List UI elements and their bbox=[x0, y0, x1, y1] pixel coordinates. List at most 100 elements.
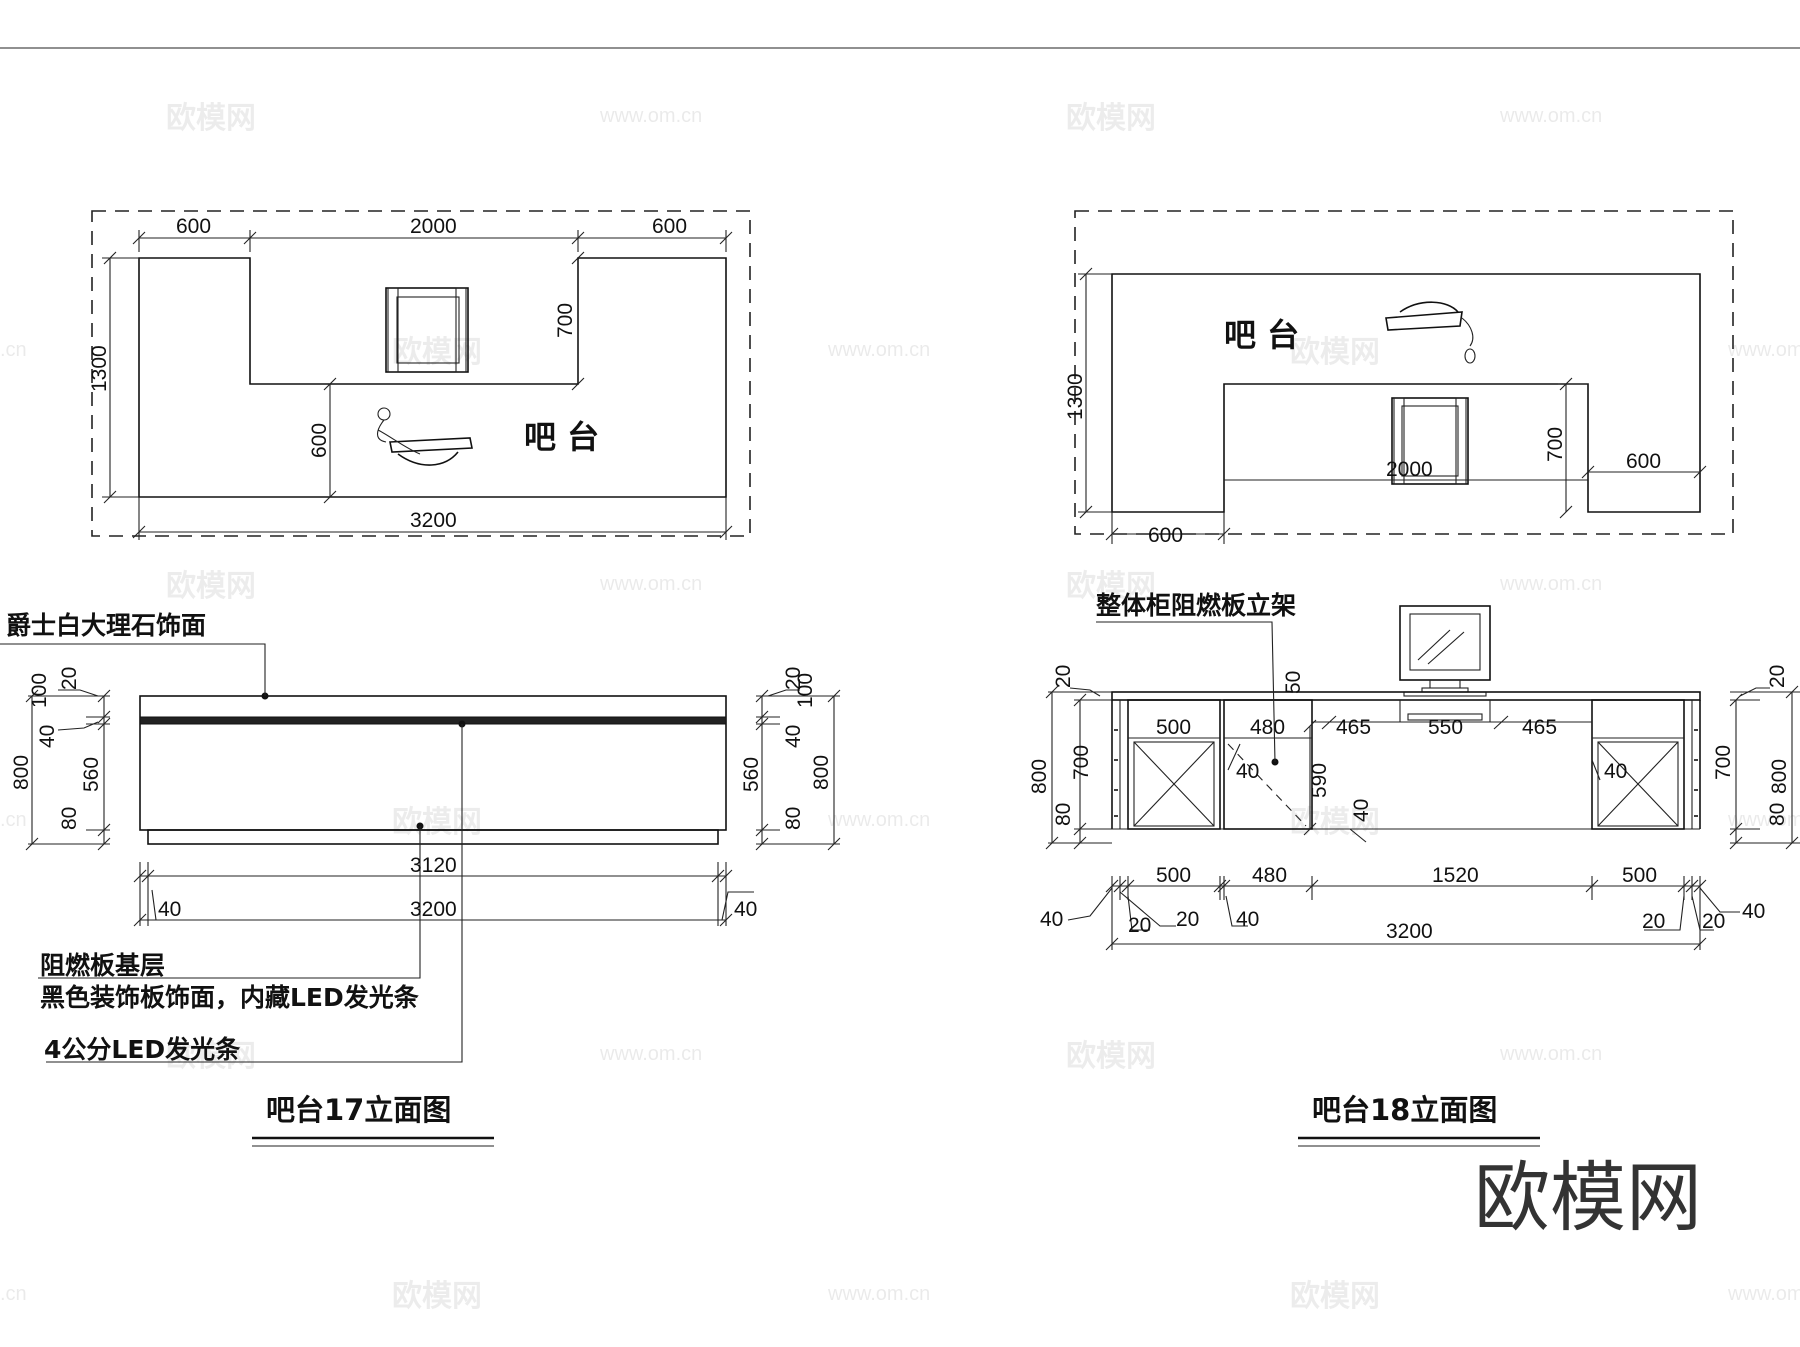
dimension-line bbox=[1303, 719, 1601, 843]
watermark-url: www.om.cn bbox=[1727, 809, 1800, 831]
watermark-url: www.om.cn bbox=[599, 1043, 702, 1065]
computer-icon bbox=[1385, 301, 1476, 364]
dimension-line bbox=[133, 862, 754, 927]
dimension-label: 2000 bbox=[1386, 458, 1433, 481]
watermark-text: 欧模网 bbox=[392, 805, 482, 840]
dimension-label: 40 bbox=[782, 725, 805, 748]
dimension-line bbox=[1078, 267, 1112, 519]
watermark-url: www.om.cn bbox=[1727, 339, 1800, 361]
dimension-label: 590 bbox=[1308, 763, 1331, 798]
dimension-label: 600 bbox=[1626, 450, 1661, 473]
dimension-label: 700 bbox=[1712, 745, 1735, 780]
watermark-text: 欧模网 bbox=[1066, 1039, 1156, 1074]
dimension-line bbox=[132, 230, 733, 252]
dimension-label: 3200 bbox=[1386, 920, 1433, 943]
watermark-text: 欧模网 bbox=[166, 569, 256, 604]
watermark-url: www.om.cn bbox=[827, 809, 930, 831]
watermark-layer: 欧模网 www.om.cn 欧模网 www.om.cn .cn 欧模网 www.… bbox=[0, 101, 1800, 1314]
dimension-line bbox=[571, 251, 585, 391]
led-strip bbox=[139, 716, 727, 725]
dimension-line bbox=[25, 689, 111, 851]
watermark-text: 欧模网 bbox=[1290, 335, 1380, 370]
countertop bbox=[1111, 691, 1701, 701]
watermark-text: 欧模网 bbox=[1066, 569, 1156, 604]
watermark-url: www.om.cn bbox=[827, 1283, 930, 1305]
watermark-url: .cn bbox=[0, 809, 27, 831]
dimension-label: 600 bbox=[1148, 524, 1183, 547]
cabinet-second bbox=[1223, 699, 1313, 830]
dimension-label: 40 bbox=[158, 898, 181, 921]
watermark-url: .cn bbox=[0, 1283, 27, 1305]
leader-line bbox=[46, 724, 463, 1063]
dimension-label: 100 bbox=[794, 673, 817, 708]
dimension-label: 560 bbox=[740, 757, 763, 792]
watermark-url: www.om.cn bbox=[1499, 105, 1602, 127]
callout-label: 阻燃板基层 bbox=[40, 951, 165, 980]
callout-label: 整体柜阻燃板立架 bbox=[1096, 591, 1296, 620]
dimension-label: 560 bbox=[80, 757, 103, 792]
dimension-label: 800 bbox=[1768, 759, 1791, 794]
callout-label: 黑色装饰板饰面，内藏LED发光条 bbox=[40, 983, 420, 1012]
plan-18: 吧 台 1300 700 600 2000 bbox=[1064, 210, 1734, 547]
dimension-label: 800 bbox=[1028, 759, 1051, 794]
dimension-line bbox=[102, 251, 139, 504]
dimension-line bbox=[1558, 377, 1588, 519]
chair-icon bbox=[385, 287, 469, 373]
dimension-label: 1300 bbox=[88, 345, 111, 392]
dimension-label: 50 bbox=[1282, 671, 1305, 694]
dimension-label: 800 bbox=[10, 755, 33, 790]
plan-18-boundary bbox=[1074, 210, 1734, 535]
dimension-line bbox=[132, 497, 733, 540]
dimension-line bbox=[755, 689, 841, 851]
dimension-label: 700 bbox=[1070, 745, 1093, 780]
drawing-title: 吧台17立面图 bbox=[266, 1093, 451, 1127]
dimension-label: 3120 bbox=[410, 854, 457, 877]
watermark-url: www.om.cn bbox=[599, 573, 702, 595]
side-panel-ticks bbox=[1114, 729, 1698, 817]
dimension-label: 2000 bbox=[410, 215, 457, 238]
dimension-line bbox=[1581, 465, 1707, 479]
dimension-label: 800 bbox=[810, 755, 833, 790]
dimension-label: 20 bbox=[782, 667, 805, 690]
dimension-label: 600 bbox=[308, 423, 331, 458]
dimension-label: 700 bbox=[554, 303, 577, 338]
dimension-label: 20 bbox=[1128, 914, 1151, 937]
dimension-label: 100 bbox=[28, 673, 51, 708]
dimension-label: 480 bbox=[1252, 864, 1287, 887]
dimension-label: 500 bbox=[1156, 716, 1191, 739]
dimension-label: 3200 bbox=[410, 898, 457, 921]
dimension-label: 600 bbox=[176, 215, 211, 238]
cabinet-right bbox=[1591, 699, 1685, 830]
leader-line bbox=[1096, 621, 1276, 763]
dimension-label: 20 bbox=[1176, 908, 1199, 931]
watermark-text: 欧模网 bbox=[392, 1279, 482, 1314]
watermark-url: www.om.cn bbox=[1727, 1283, 1800, 1305]
dimension-label: 40 bbox=[1040, 908, 1063, 931]
dimension-label: 40 bbox=[1350, 799, 1373, 822]
dimension-line bbox=[1105, 512, 1231, 544]
watermark-url: www.om.cn bbox=[1499, 1043, 1602, 1065]
leader-line bbox=[0, 643, 266, 696]
dimension-label: 40 bbox=[1236, 908, 1259, 931]
dimension-label: 20 bbox=[1702, 910, 1725, 933]
dimension-label: 80 bbox=[1052, 803, 1075, 826]
watermark-text: 欧模网 bbox=[166, 101, 256, 136]
plan-17-boundary bbox=[91, 210, 751, 537]
dimension-label: 20 bbox=[58, 667, 81, 690]
leader-line bbox=[38, 826, 421, 979]
drawing-title: 吧台18立面图 bbox=[1312, 1093, 1497, 1127]
room-label: 吧 台 bbox=[1224, 316, 1299, 354]
watermark-text: 欧模网 bbox=[166, 1039, 256, 1074]
dimension-label: 1300 bbox=[1064, 373, 1087, 420]
dimension-line bbox=[1729, 685, 1800, 850]
dimension-label: 1520 bbox=[1432, 864, 1479, 887]
dimension-label: 465 bbox=[1336, 716, 1371, 739]
elevation-17: 爵士白大理石饰面 阻燃板基层 黑色装饰板饰面，内藏LED发光条 4公分LED发光… bbox=[0, 611, 841, 1147]
dimension-line bbox=[1045, 685, 1112, 850]
dimension-label: 20 bbox=[1766, 665, 1789, 688]
brand-logo: 欧模网 bbox=[1474, 1153, 1702, 1242]
watermark-url: www.om.cn bbox=[599, 105, 702, 127]
plinth bbox=[147, 829, 719, 845]
watermark-text: 欧模网 bbox=[392, 335, 482, 370]
